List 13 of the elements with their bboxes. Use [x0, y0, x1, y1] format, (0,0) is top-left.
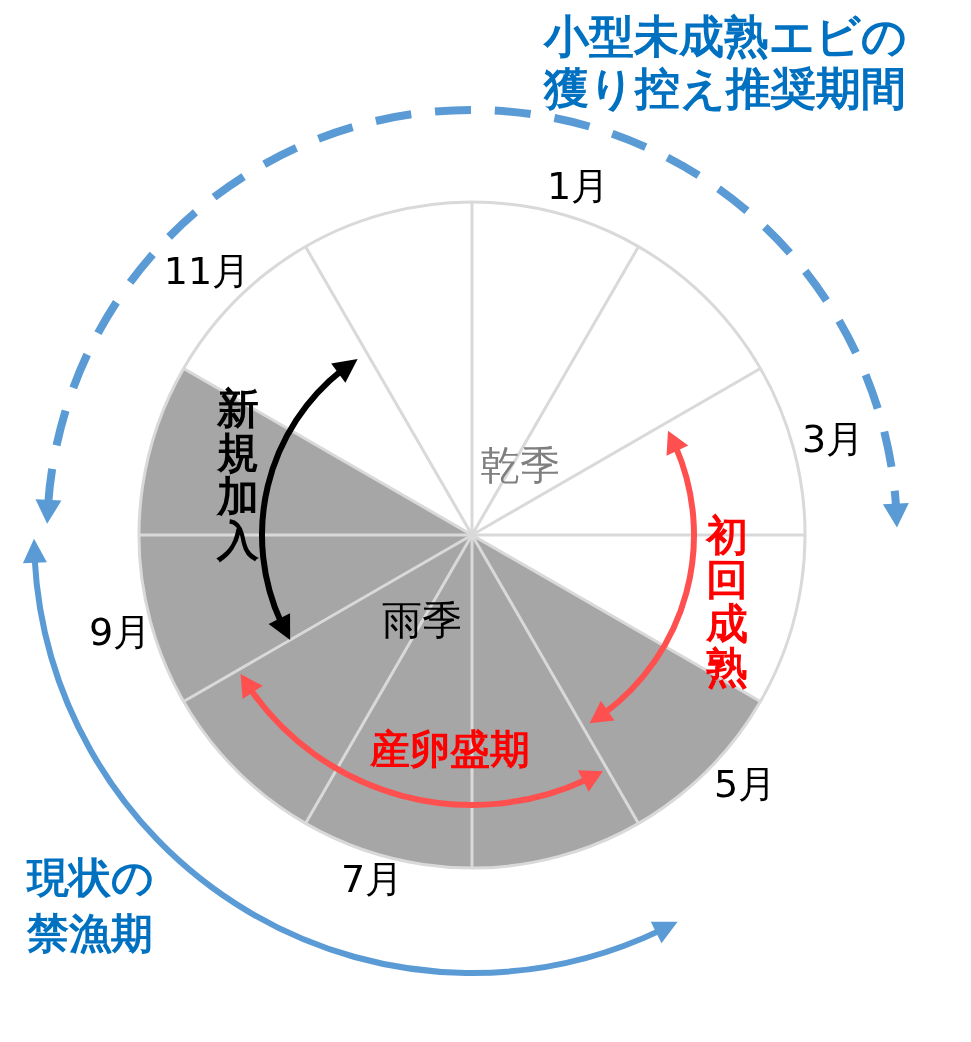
- period-label: 現状の禁漁期: [26, 852, 155, 960]
- month-label: 11月: [163, 250, 251, 294]
- period-label: 初回成熟: [704, 514, 749, 690]
- period-label: 小型未成熟エビの獲り控え推奨期間: [544, 11, 909, 115]
- season-label: 雨季: [382, 597, 462, 643]
- period-label: 新規加入: [215, 387, 260, 563]
- month-label: 9月: [88, 611, 152, 655]
- season-label: 乾季: [480, 442, 560, 488]
- month-label: 3月: [801, 418, 865, 462]
- month-label: 7月: [340, 858, 404, 902]
- period-label: 産卵盛期: [370, 726, 530, 772]
- month-label: 1月: [546, 165, 610, 209]
- month-label: 5月: [713, 763, 777, 807]
